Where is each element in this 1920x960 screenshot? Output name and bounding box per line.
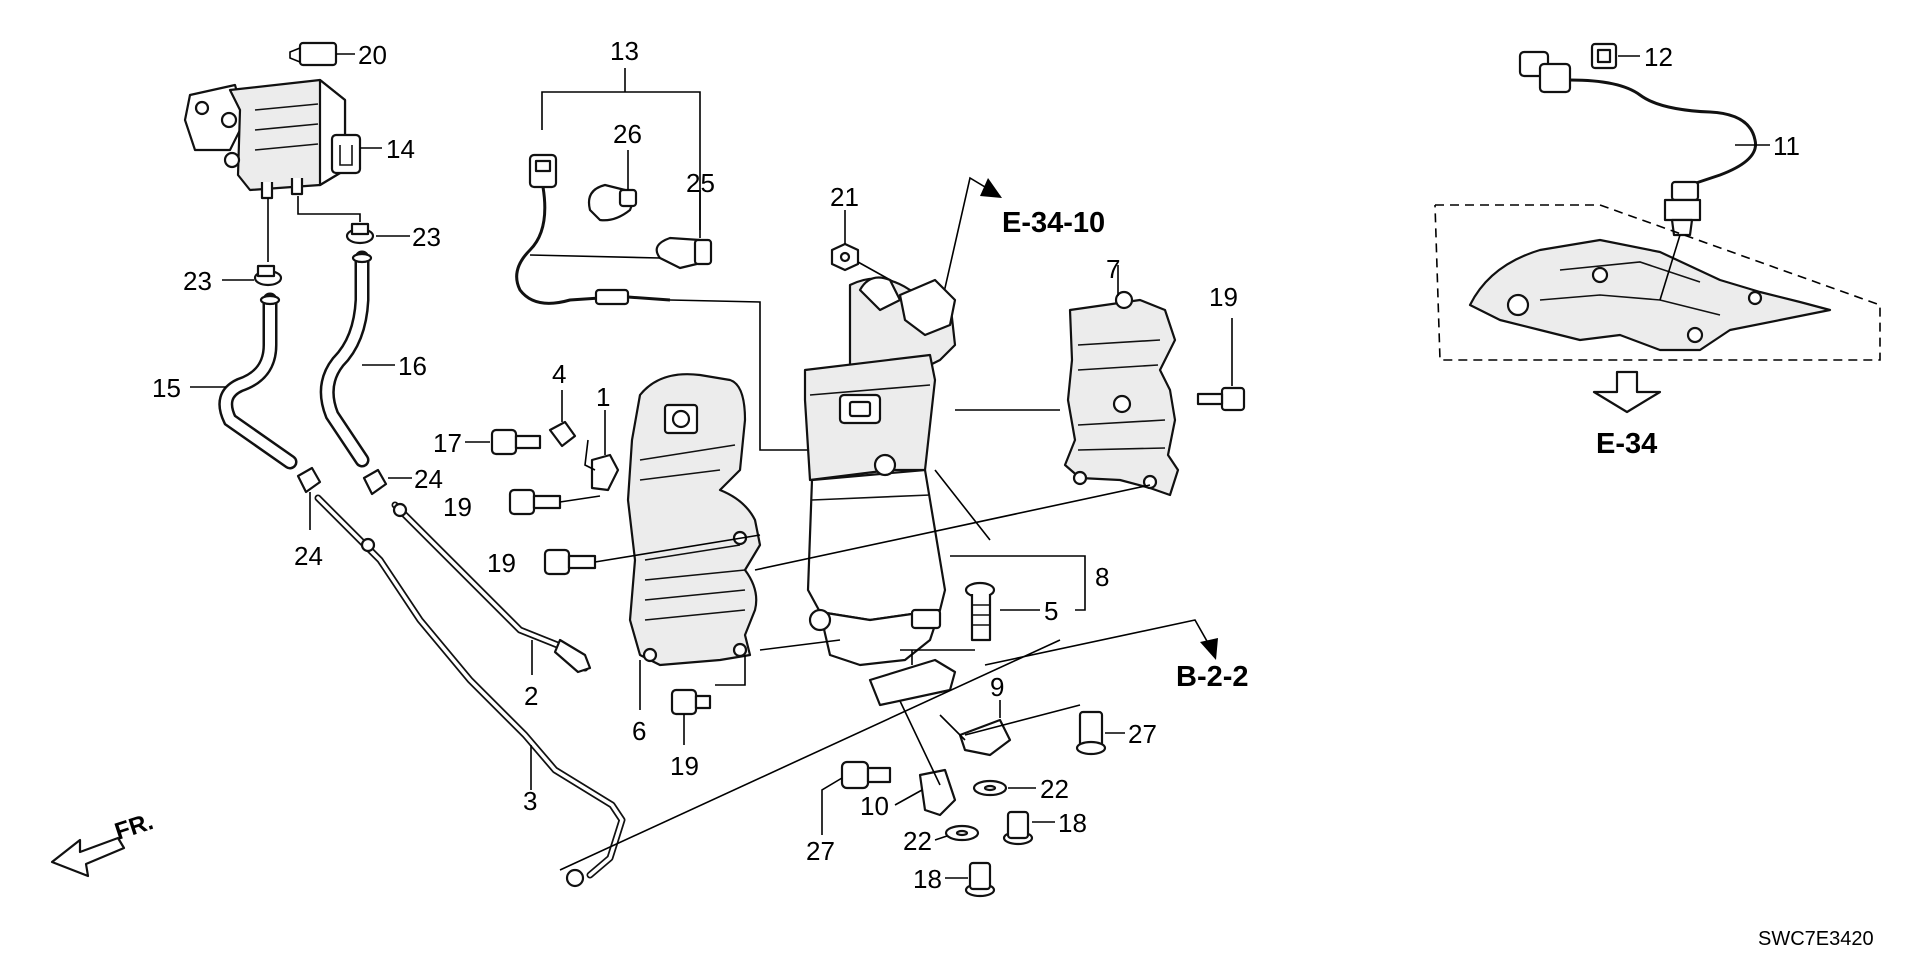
callout-7: 7 [1106, 254, 1120, 284]
fr-label: FR. [112, 808, 157, 846]
callout-18-left: 18 [913, 864, 942, 894]
callout-14: 14 [386, 134, 415, 164]
callout-6: 6 [632, 716, 646, 746]
callout-1: 1 [596, 382, 610, 412]
part-26-harness-clip [587, 150, 638, 222]
part-25-harness-clip [529, 190, 713, 270]
callout-3: 3 [523, 786, 537, 816]
front-direction-arrow: FR. [50, 808, 157, 878]
part-12-sensor-clip [1590, 42, 1640, 70]
part-24-clip-right [362, 468, 412, 496]
callout-18-right: 18 [1058, 808, 1087, 838]
part-8-catalytic-converter [803, 276, 991, 667]
part-18-bolt-left [945, 861, 996, 898]
part-19-bolt-middle-left [543, 534, 761, 576]
callout-19-upper-left: 19 [443, 492, 472, 522]
callout-11: 11 [1773, 131, 1800, 161]
part-27-bolt-left [821, 760, 892, 835]
callout-27-left: 27 [806, 836, 835, 866]
part-27-bolt-right [964, 704, 1125, 756]
callout-16: 16 [398, 351, 427, 381]
callout-20: 20 [358, 40, 387, 70]
callout-19-middle-left: 19 [487, 548, 516, 578]
callout-22-left: 22 [903, 826, 932, 856]
part-11-oxygen-sensor [1518, 50, 1770, 237]
callout-26: 26 [613, 119, 642, 149]
e-34-heat-shield-group [1434, 204, 1881, 414]
ref-e-34-10: E-34-10 [1002, 207, 1105, 239]
part-13-exhaust-temp-sensor [515, 68, 810, 451]
part-4-nut-clip [548, 390, 577, 448]
part-24-clip-left [296, 466, 322, 530]
callout-25: 25 [686, 168, 715, 198]
callout-19-lower: 19 [670, 751, 699, 781]
callout-5: 5 [1044, 596, 1058, 626]
ref-e-34: E-34 [1596, 428, 1657, 460]
callout-8: 8 [1095, 562, 1109, 592]
diagram-code: SWC7E3420 [1758, 928, 1874, 950]
callout-23-left: 23 [183, 266, 212, 296]
callout-2: 2 [524, 681, 538, 711]
part-16-vacuum-hose [319, 250, 395, 468]
callout-27-right: 27 [1128, 719, 1157, 749]
part-23-clamp-left [222, 198, 283, 287]
callout-17: 17 [433, 428, 462, 458]
part-9-stay-bracket [939, 700, 1012, 757]
part-17-bolt [465, 428, 542, 456]
callout-9: 9 [990, 672, 1004, 702]
part-18-bolt-right [1002, 810, 1055, 846]
part-19-bolt-upper-left [508, 488, 601, 516]
callout-13: 13 [610, 36, 639, 66]
part-15-vacuum-hose [190, 292, 298, 470]
part-19-bolt-right [1196, 318, 1246, 412]
ref-b-2-2: B-2-2 [1176, 661, 1249, 693]
part-3-vacuum-pipe-long [314, 494, 626, 888]
part-23-clamp-right [297, 196, 410, 245]
part-7-upper-heat-shield [754, 265, 1180, 571]
callout-15: 15 [152, 373, 181, 403]
e-34-10-reference-arrow [939, 176, 1002, 311]
b-2-2-reference-arrow [559, 619, 1218, 871]
part-5-stud-bolt [950, 555, 1086, 642]
part-20-bolt [289, 41, 355, 67]
part-19-bolt-lower [670, 688, 712, 745]
callout-4: 4 [552, 359, 566, 389]
part-10-stay-bracket [889, 679, 957, 817]
part-1-bracket [584, 410, 620, 492]
flange-connector [868, 650, 957, 707]
callout-23-right: 23 [412, 222, 441, 252]
part-22-washer-left [934, 824, 980, 842]
part-2-vacuum-pipe-short [391, 501, 592, 675]
callout-24-right: 24 [414, 464, 443, 494]
callout-10: 10 [860, 791, 889, 821]
part-22-washer-right [972, 779, 1036, 797]
part-14-pressure-sensor-bracket [183, 78, 382, 200]
part-6-lower-heat-shield [626, 373, 841, 710]
callout-24-left: 24 [294, 541, 323, 571]
callout-12: 12 [1644, 42, 1673, 72]
callout-22-right: 22 [1040, 774, 1069, 804]
callout-21: 21 [830, 182, 859, 212]
callout-19-right: 19 [1209, 282, 1238, 312]
